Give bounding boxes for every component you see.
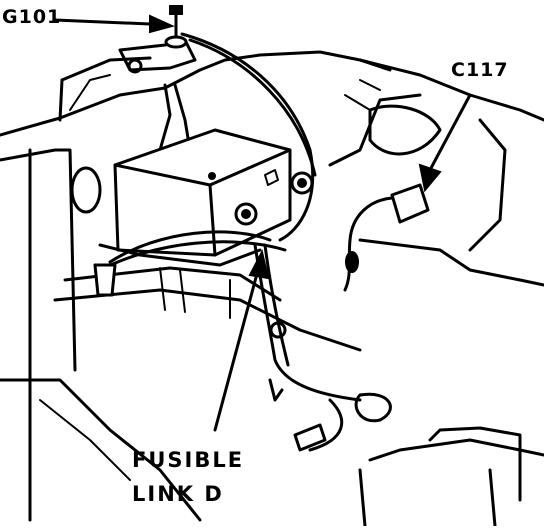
battery xyxy=(113,128,314,257)
callout-c117: C117 xyxy=(451,59,509,81)
connector-c117 xyxy=(343,183,430,292)
battery-tray xyxy=(53,243,362,352)
left-fender xyxy=(0,50,392,522)
fusible-label-line1: FUSIBLE xyxy=(132,448,245,472)
lower-harness xyxy=(253,243,392,452)
c117-arrowhead xyxy=(418,163,442,193)
callout-g101: G101 xyxy=(2,6,62,28)
right-inner-fender xyxy=(328,58,544,287)
fusible-label-line2: LINK D xyxy=(132,482,224,506)
callout-arrows xyxy=(53,14,472,432)
right-lower-fender xyxy=(358,426,544,528)
callout-fusible-link: FUSIBLE LINK D xyxy=(132,443,244,511)
ground-bolt-g101 xyxy=(164,5,188,49)
fusible-link-arrowhead xyxy=(248,249,270,280)
g101-arrowhead xyxy=(149,14,175,34)
